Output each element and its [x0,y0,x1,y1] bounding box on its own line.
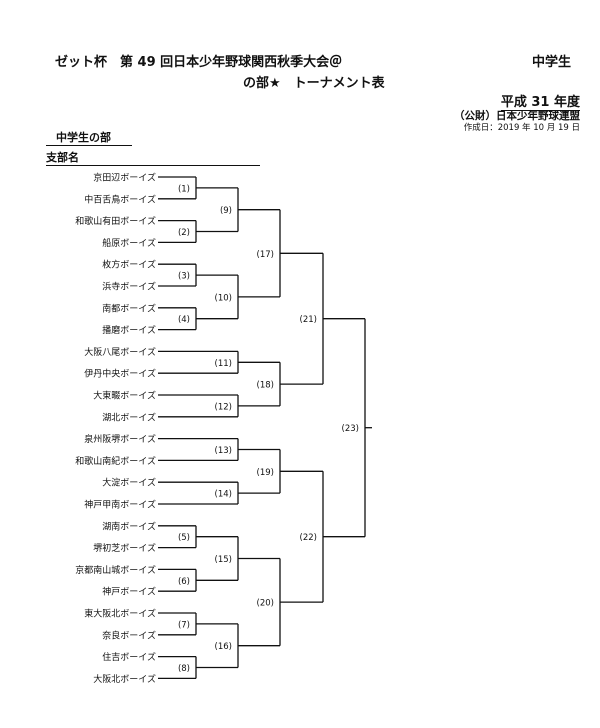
match-number: (16) [215,642,232,652]
match-number: (11) [215,359,232,369]
match-number: (3) [178,272,190,282]
team-name: 南都ボーイズ [102,302,156,314]
team-name: 湖南ボーイズ [102,520,156,532]
match-number: (18) [257,381,274,391]
branch-label: 支部名 [46,149,260,166]
team-name: 伊丹中央ボーイズ [84,368,156,380]
match-number: (22) [300,533,317,543]
team-name: 大阪北ボーイズ [93,673,156,685]
match-number: (9) [220,206,232,216]
match-number: (5) [178,533,190,543]
team-name: 京都南山城ボーイズ [75,564,156,576]
team-name: 湖北ボーイズ [102,411,156,423]
created-date: 作成日：2019 年 10 月 19 日 [463,123,580,133]
tournament-title: ゼット杯 第 49 回日本少年野球関西秋季大会＠ [55,55,343,70]
team-name: 浜寺ボーイズ [102,281,156,293]
match-number: (19) [257,468,274,478]
team-name: 和歌山南紀ボーイズ [75,455,156,467]
match-number: (6) [178,577,190,587]
team-name: 播磨ボーイズ [102,324,156,336]
team-name: 船原ボーイズ [102,237,156,249]
match-number: (7) [178,620,190,630]
match-number: (17) [257,250,274,260]
team-name: 東大阪北ボーイズ [84,608,156,620]
team-name: 京田辺ボーイズ [93,172,156,184]
team-name: 住吉ボーイズ [102,651,156,663]
team-name: 神戸ボーイズ [102,586,156,598]
organization: （公財）日本少年野球連盟 [454,110,580,122]
team-name: 奈良ボーイズ [102,629,156,641]
team-name: 泉州阪堺ボーイズ [84,433,156,445]
team-name: 和歌山有田ボーイズ [75,215,156,227]
division-label: 中学生の部 [46,129,132,146]
team-name: 大東畷ボーイズ [93,390,156,402]
match-number: (13) [215,446,232,456]
team-name: 堺初芝ボーイズ [93,542,156,554]
team-name: 大阪八尾ボーイズ [84,346,156,358]
match-number: (23) [342,424,359,434]
title-category: 中学生 [532,55,572,70]
match-number: (8) [178,664,190,674]
team-name: 大淀ボーイズ [102,477,156,489]
match-number: (21) [300,315,317,325]
match-number: (15) [215,555,232,565]
match-number: (14) [215,490,232,500]
match-number: (4) [178,315,190,325]
year-label: 平成 31 年度 [500,91,580,111]
team-name: 枚方ボーイズ [102,259,156,271]
team-name: 神戸甲南ボーイズ [84,499,156,511]
match-number: (2) [178,228,190,238]
match-number: (12) [215,402,232,412]
team-name: 中百舌鳥ボーイズ [84,193,156,205]
match-number: (10) [215,293,232,303]
tournament-subtitle: の部★ トーナメント表 [243,76,385,91]
match-number: (20) [257,599,274,609]
match-number: (1) [178,184,190,194]
